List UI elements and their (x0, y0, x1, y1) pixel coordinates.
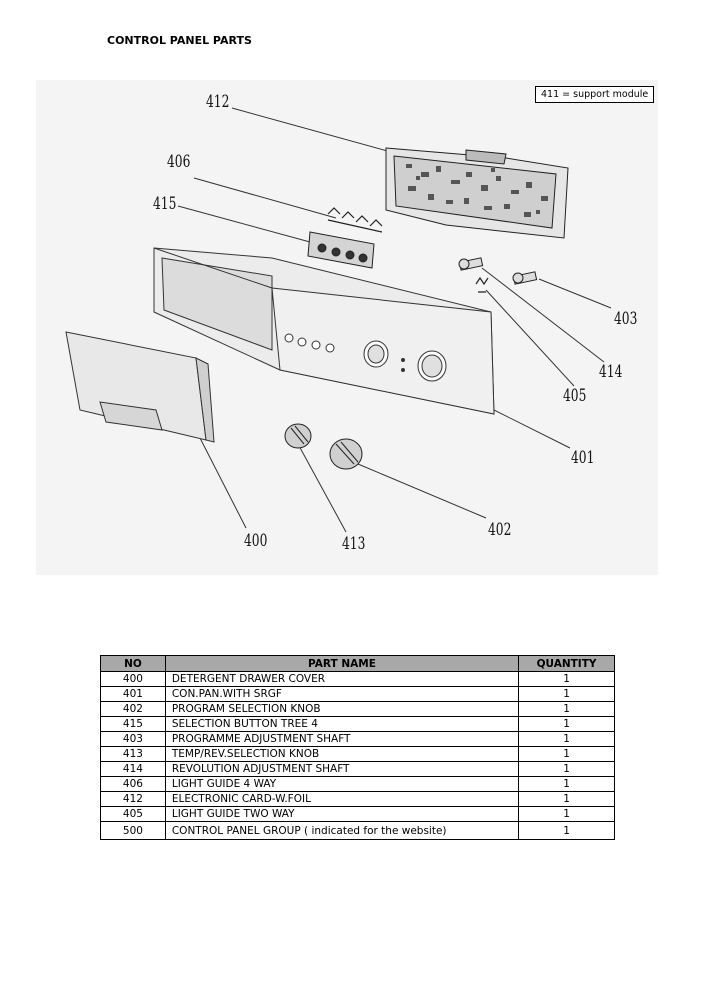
leader-line-414 (481, 267, 605, 363)
part-quantity: 1 (518, 671, 615, 687)
part-quantity: 1 (518, 776, 615, 792)
part-name: REVOLUTION ADJUSTMENT SHAFT (164, 761, 520, 777)
header-no: NO (100, 655, 166, 672)
part-quantity: 1 (518, 761, 615, 777)
leader-line-403 (538, 278, 612, 309)
part-name: PROGRAM SELECTION KNOB (164, 701, 520, 717)
table-row: 402 PROGRAM SELECTION KNOB 1 (100, 701, 615, 717)
callout-406: 406 (167, 152, 191, 172)
part-no: 402 (100, 701, 166, 717)
detergent-drawer-cover-part (65, 331, 215, 443)
leader-line-400 (199, 437, 247, 529)
header-quantity: QUANTITY (518, 655, 615, 672)
light-guide-4-way-part (327, 207, 383, 233)
leader-line-412 (231, 107, 392, 153)
callout-400: 400 (244, 531, 268, 551)
part-name: TEMP/REV.SELECTION KNOB (164, 746, 520, 762)
part-no: 414 (100, 761, 166, 777)
leader-line-402 (357, 463, 487, 519)
callout-402: 402 (488, 520, 512, 540)
exploded-parts-diagram: 412 406 415 403 414 405 401 402 400 413 (36, 80, 658, 575)
program-selection-knob-part (329, 438, 363, 470)
part-name: PROGRAMME ADJUSTMENT SHAFT (164, 731, 520, 747)
parts-table: NO PART NAME QUANTITY 400 DETERGENT DRAW… (100, 655, 615, 840)
part-quantity: 1 (518, 791, 615, 807)
part-name: LIGHT GUIDE TWO WAY (164, 806, 520, 822)
table-row: 400 DETERGENT DRAWER COVER 1 (100, 671, 615, 687)
part-no: 413 (100, 746, 166, 762)
leader-line-405 (485, 289, 575, 387)
callout-401: 401 (571, 448, 595, 468)
table-row: 414 REVOLUTION ADJUSTMENT SHAFT 1 (100, 761, 615, 777)
part-no: 401 (100, 686, 166, 702)
electronic-card-part (385, 147, 569, 239)
diagram-drawing (65, 107, 612, 533)
part-no: 403 (100, 731, 166, 747)
part-name: CONTROL PANEL GROUP ( indicated for the … (164, 821, 520, 840)
part-quantity: 1 (518, 731, 615, 747)
table-row: 405 LIGHT GUIDE TWO WAY 1 (100, 806, 615, 822)
part-quantity: 1 (518, 716, 615, 732)
callout-413: 413 (342, 534, 366, 554)
callout-412: 412 (206, 92, 230, 112)
header-part-name: PART NAME (164, 655, 520, 672)
light-guide-two-way-part (475, 276, 489, 293)
part-no: 415 (100, 716, 166, 732)
leader-line-406 (193, 177, 337, 219)
part-quantity: 1 (518, 746, 615, 762)
part-no: 406 (100, 776, 166, 792)
table-header-row: NO PART NAME QUANTITY (100, 655, 615, 672)
part-quantity: 1 (518, 701, 615, 717)
callout-414: 414 (599, 362, 623, 382)
table-row: 406 LIGHT GUIDE 4 WAY 1 (100, 776, 615, 792)
programme-adjustment-shaft-part (512, 271, 538, 285)
part-name: DETERGENT DRAWER COVER (164, 671, 520, 687)
part-name: LIGHT GUIDE 4 WAY (164, 776, 520, 792)
support-module-note: 411 = support module (535, 86, 655, 103)
leader-line-415 (177, 205, 322, 246)
part-name: SELECTION BUTTON TREE 4 (164, 716, 520, 732)
callout-405: 405 (563, 386, 587, 406)
control-panel-part (153, 247, 495, 415)
table-row: 415 SELECTION BUTTON TREE 4 1 (100, 716, 615, 732)
table-row: 500 CONTROL PANEL GROUP ( indicated for … (100, 821, 615, 840)
part-no: 400 (100, 671, 166, 687)
part-no: 405 (100, 806, 166, 822)
revolution-adjustment-shaft-part (458, 257, 484, 271)
callout-415: 415 (153, 194, 177, 214)
table-row: 412 ELECTRONIC CARD-W.FOIL 1 (100, 791, 615, 807)
part-quantity: 1 (518, 821, 615, 840)
part-quantity: 1 (518, 686, 615, 702)
part-no: 412 (100, 791, 166, 807)
leader-line-413 (297, 443, 347, 533)
table-row: 403 PROGRAMME ADJUSTMENT SHAFT 1 (100, 731, 615, 747)
callout-403: 403 (614, 309, 638, 329)
part-quantity: 1 (518, 806, 615, 822)
leader-line-401 (485, 405, 571, 449)
temp-rev-selection-knob-part (284, 423, 312, 449)
part-name: ELECTRONIC CARD-W.FOIL (164, 791, 520, 807)
selection-button-tree-part (307, 231, 375, 269)
part-no: 500 (100, 821, 166, 840)
table-row: 413 TEMP/REV.SELECTION KNOB 1 (100, 746, 615, 762)
table-row: 401 CON.PAN.WITH SRGF 1 (100, 686, 615, 702)
page-title: CONTROL PANEL PARTS (107, 34, 252, 47)
part-name: CON.PAN.WITH SRGF (164, 686, 520, 702)
